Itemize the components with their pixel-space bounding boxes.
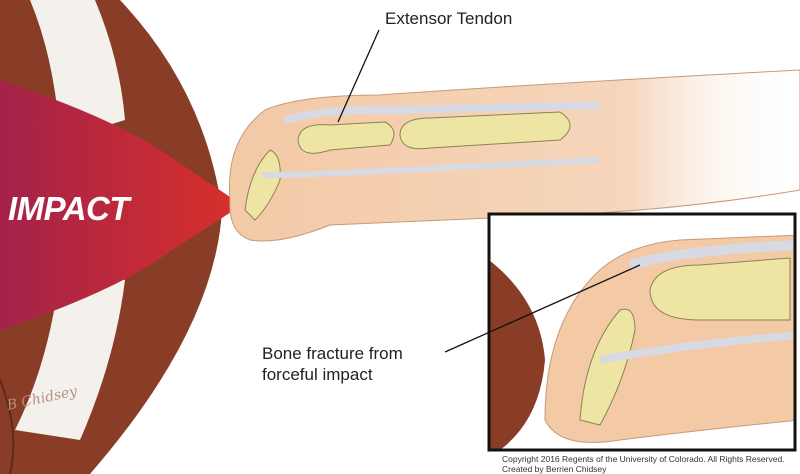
credit-line: Created by Berrien Chidsey [502,464,607,474]
impact-label: IMPACT [8,190,130,227]
finger-illustration [228,69,800,242]
fracture-label-line1: Bone fracture from [262,344,403,363]
extensor-tendon-leader [337,29,380,123]
fracture-label-line2: forceful impact [262,365,373,384]
fracture-leader [444,264,641,353]
fracture-label: Bone fracture from forceful impact [262,343,403,385]
copyright-notice: Copyright 2016 Regents of the University… [502,454,785,474]
copyright-line: Copyright 2016 Regents of the University… [502,454,785,464]
distal-phalanx [244,149,281,221]
football-stripe-top [30,0,125,140]
extensor-tendon [283,101,601,124]
extensor-tendon-label: Extensor Tendon [385,9,513,28]
football-stripe-bottom [15,270,125,440]
impact-arrow [0,80,242,330]
proximal-phalanx [399,111,571,150]
inset-zoom [487,212,797,452]
middle-phalanx [297,121,395,154]
